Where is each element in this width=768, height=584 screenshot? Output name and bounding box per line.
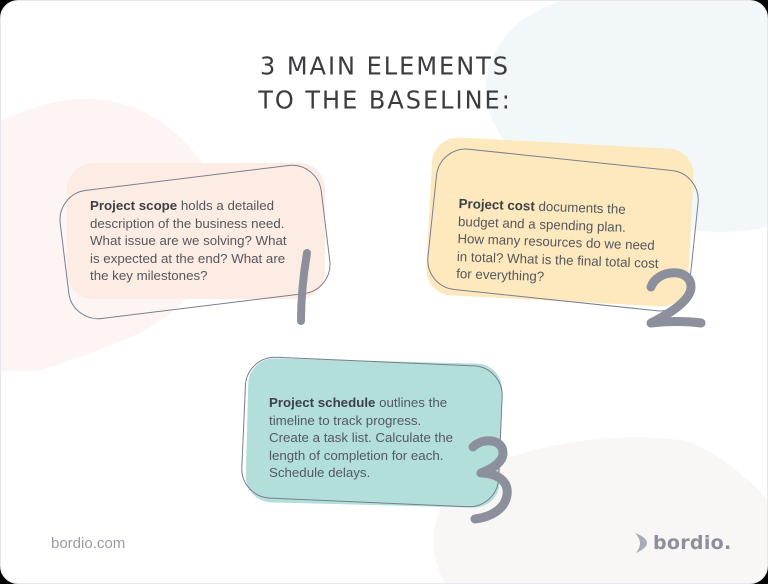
- title-line-2: TO THE BASELINE:: [258, 85, 512, 115]
- note-3-line-5: Schedule delays.: [269, 465, 371, 480]
- note-2-line-5: for everything?: [455, 265, 545, 285]
- note-3-line-3: Create a task list. Calculate the: [269, 430, 454, 445]
- note-3-heading: Project schedule: [269, 395, 376, 410]
- brand-logo: bordio.: [633, 532, 732, 554]
- note-3-text: Project schedule outlines the timeline t…: [269, 394, 489, 482]
- note-1-line-2: description of the business need.: [90, 215, 285, 231]
- numeral-two-icon: [646, 268, 706, 328]
- note-1-line-5: the key milestones?: [90, 268, 208, 283]
- note-2-heading: Project cost: [458, 195, 536, 214]
- note-1-line-3: What issue are we solving? What: [90, 233, 287, 248]
- note-1-line-1: holds a detailed: [180, 198, 275, 213]
- numeral-one-icon: [297, 249, 311, 325]
- page-title: 3 MAIN ELEMENTS TO THE BASELINE:: [1, 49, 767, 117]
- note-1-text: Project scope holds a detailed descripti…: [90, 197, 310, 285]
- numeral-three-icon: [468, 436, 512, 524]
- bordio-chevron-icon: [635, 533, 647, 553]
- footer-url: bordio.com: [51, 535, 126, 552]
- note-3-line-2: timeline to track progress.: [269, 412, 422, 428]
- background-blob-gray: [433, 437, 767, 583]
- note-3-line-1: outlines the: [379, 395, 448, 410]
- title-line-1: 3 MAIN ELEMENTS: [259, 51, 511, 81]
- note-2-line-1: documents the: [538, 198, 626, 217]
- note-1-heading: Project scope: [90, 198, 178, 213]
- note-3-line-4: length of completion for each.: [269, 447, 444, 463]
- note-1-fill: [67, 163, 325, 299]
- brand-name: bordio.: [653, 532, 732, 554]
- note-1-line-4: is expected at the end? What are: [90, 250, 286, 266]
